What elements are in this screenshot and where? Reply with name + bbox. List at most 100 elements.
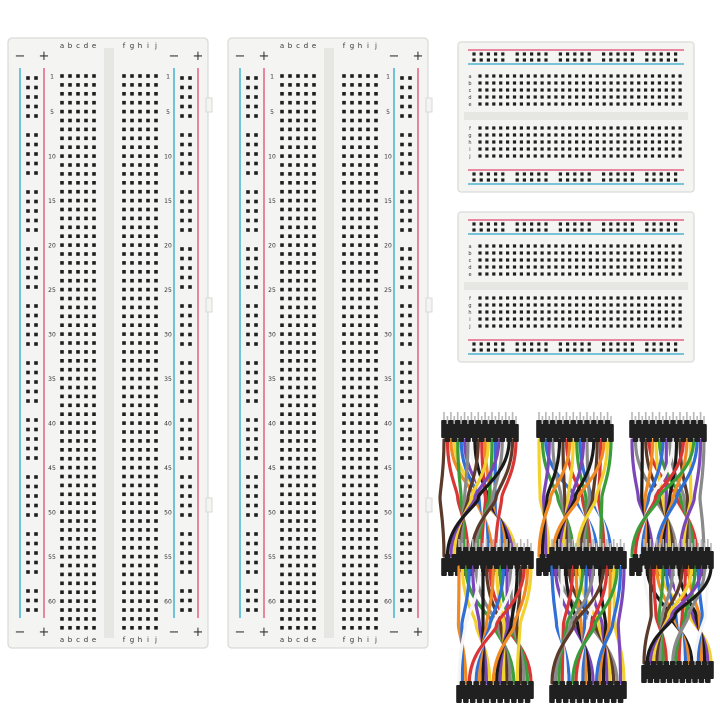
terminal-hole: [122, 537, 126, 541]
rail-hole: [530, 228, 534, 232]
terminal-hole: [342, 448, 346, 452]
terminal-hole: [84, 359, 88, 363]
terminal-hole: [68, 172, 72, 176]
terminal-hole: [130, 100, 134, 105]
terminal-hole: [519, 272, 523, 276]
terminal-hole: [84, 83, 88, 87]
terminal-hole: [92, 465, 96, 470]
terminal-hole: [312, 216, 316, 221]
terminal-hole: [130, 617, 134, 621]
terminal-hole: [609, 317, 613, 321]
jumper-bundle-6: [641, 539, 714, 683]
terminal-hole: [499, 133, 503, 137]
column-letter: j: [374, 42, 377, 50]
terminal-hole: [154, 528, 158, 532]
rail-hole: [408, 76, 412, 80]
terminal-hole: [146, 439, 150, 443]
wire: [460, 565, 471, 685]
column-letter: b: [68, 636, 73, 644]
terminal-hole: [374, 376, 378, 381]
terminal-hole: [374, 510, 378, 514]
rail-hole: [34, 85, 38, 90]
pin: [471, 539, 474, 547]
terminal-hole: [342, 581, 346, 586]
terminal-hole: [575, 317, 579, 321]
terminal-hole: [547, 88, 551, 92]
terminal-hole: [138, 492, 142, 497]
rail-hole: [180, 161, 184, 166]
terminal-hole: [533, 324, 537, 328]
rail-hole: [479, 178, 483, 182]
terminal-hole: [84, 421, 88, 425]
terminal-hole: [644, 154, 648, 158]
terminal-hole: [296, 252, 300, 256]
terminal-hole: [312, 305, 316, 310]
row-number: 45: [164, 465, 172, 472]
terminal-hole: [304, 626, 308, 630]
rail-hole: [246, 427, 250, 432]
terminal-hole: [506, 324, 510, 328]
terminal-hole: [130, 563, 134, 568]
terminal-hole: [492, 265, 496, 269]
terminal-hole: [350, 376, 354, 381]
rail-hole: [530, 342, 534, 346]
terminal-hole: [296, 216, 300, 221]
terminal-hole: [657, 88, 661, 92]
terminal-hole: [630, 102, 634, 106]
terminal-hole: [492, 88, 496, 92]
rail-hole: [408, 190, 412, 194]
terminal-hole: [146, 172, 150, 176]
rail-hole: [501, 348, 505, 352]
rail-hole: [486, 348, 490, 352]
rail-hole: [246, 104, 250, 109]
rail-hole: [246, 570, 250, 574]
terminal-hole: [547, 303, 551, 307]
terminal-hole: [122, 92, 126, 96]
terminal-hole: [342, 252, 346, 256]
terminal-hole: [92, 154, 96, 158]
terminal-hole: [374, 385, 378, 390]
terminal-hole: [342, 189, 346, 194]
rail-hole: [530, 172, 534, 176]
rail-hole: [400, 104, 404, 109]
terminal-hole: [485, 310, 489, 314]
terminal-hole: [575, 324, 579, 328]
rail-hole: [180, 332, 184, 337]
terminal-hole: [60, 465, 64, 470]
terminal-hole: [644, 95, 648, 99]
terminal-hole: [630, 126, 634, 130]
terminal-hole: [664, 324, 668, 328]
rail-hole: [180, 589, 184, 593]
rail-hole: [580, 172, 584, 176]
terminal-hole: [304, 207, 308, 212]
terminal-hole: [92, 83, 96, 87]
wire: [467, 565, 526, 685]
terminal-hole: [154, 332, 158, 336]
pin: [475, 543, 477, 551]
terminal-hole: [296, 198, 300, 203]
rail-hole: [494, 342, 498, 346]
terminal-hole: [280, 537, 284, 541]
terminal-hole: [312, 323, 316, 327]
wire: [598, 565, 612, 685]
terminal-hole: [575, 102, 579, 106]
rail-hole: [34, 494, 38, 498]
terminal-hole: [296, 136, 300, 141]
rail-hole: [26, 275, 30, 280]
terminal-hole: [506, 244, 510, 248]
terminal-hole: [288, 305, 292, 310]
terminal-hole: [84, 314, 88, 319]
terminal-hole: [92, 118, 96, 123]
terminal-hole: [84, 145, 88, 149]
terminal-hole: [280, 136, 284, 141]
rail-hole: [530, 222, 534, 226]
terminal-hole: [312, 109, 316, 114]
rail-hole: [674, 52, 678, 56]
terminal-hole: [561, 74, 565, 78]
terminal-hole: [146, 359, 150, 363]
terminal-hole: [122, 367, 126, 372]
terminal-hole: [342, 234, 346, 238]
terminal-hole: [68, 207, 72, 212]
rail-hole: [544, 58, 548, 62]
rail-hole: [587, 58, 591, 62]
